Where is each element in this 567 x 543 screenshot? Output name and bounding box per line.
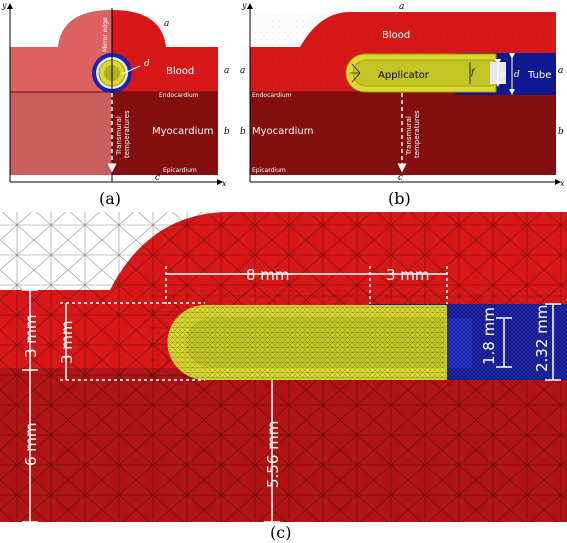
- panel-b: y x a a a b b c d e f Blood Applicator T…: [240, 1, 565, 208]
- panel-a-caption: (a): [99, 189, 121, 208]
- panel-a-mirror-edge-label: Mirror edge: [102, 17, 109, 52]
- panel-b-label-a-left: a: [240, 66, 245, 76]
- panel-a-endocardium-label: Endocardium: [159, 92, 199, 99]
- panel-b-label-d: d: [514, 70, 520, 80]
- panel-c-dimensions: [22, 266, 561, 523]
- panel-c-dim-556mm: 5.56 mm: [264, 421, 282, 488]
- panel-b-label-a-right: a: [558, 66, 563, 76]
- panel-c-dim-8mm: 8 mm: [246, 266, 290, 284]
- panel-b-epicardium-label: Epicardium: [252, 167, 286, 174]
- panel-b-label-c: c: [398, 173, 403, 183]
- panel-c-dim-232mm: 2.32 mm: [533, 305, 551, 372]
- panel-a-myocardium-label: Myocardium: [152, 126, 213, 137]
- panel-a: y x a a b c d Blood Endocardium Myocardi…: [1, 1, 230, 208]
- panel-b-axis-y: y: [241, 1, 247, 10]
- panel-b-label-f: f: [470, 68, 476, 77]
- panel-a-axis-x: x: [222, 179, 227, 188]
- panel-a-label-d: d: [144, 59, 150, 69]
- panel-c: 8 mm 3 mm 3 mm 3 mm 6 mm 5.56 mm 1.8 mm …: [0, 212, 567, 542]
- panel-b-label-b-left: b: [240, 127, 246, 137]
- panel-a-epicardium-label: Epicardium: [163, 167, 197, 174]
- panel-b-label-a-top: a: [399, 2, 404, 12]
- panel-c-dim-3mm-left: 3 mm: [22, 314, 40, 358]
- panel-c-caption: (c): [270, 523, 291, 542]
- panel-c-dim-18mm: 1.8 mm: [480, 307, 498, 365]
- panel-b-axis-x: x: [560, 179, 565, 188]
- panel-c-dim-3mm-inner: 3 mm: [58, 320, 76, 364]
- panel-a-label-b: b: [224, 127, 230, 137]
- panel-a-axis-y: y: [1, 1, 7, 10]
- panel-b-label-b-right: b: [558, 127, 564, 137]
- panel-b-applicator-label: Applicator: [378, 70, 430, 81]
- panel-b-temperatures-label: temperatures: [413, 110, 421, 158]
- panel-b-caption: (b): [388, 189, 411, 208]
- panel-a-temperatures-label: temperatures: [123, 110, 131, 158]
- panel-a-transmural-label: Transmural: [115, 116, 123, 156]
- panel-b-transmural-label: Transmural: [405, 116, 413, 156]
- panel-b-myocardium-label: Myocardium: [252, 126, 313, 137]
- panel-a-label-a-top: a: [164, 19, 169, 29]
- panel-b-endocardium-label: Endocardium: [252, 92, 292, 99]
- panel-c-dim-6mm: 6 mm: [22, 422, 40, 466]
- panel-b-tube-label: Tube: [527, 70, 551, 81]
- panel-a-label-c: c: [155, 173, 160, 183]
- panel-b-label-e: e: [500, 70, 505, 80]
- panel-a-blood-label: Blood: [166, 66, 194, 77]
- panel-c-dim-3mm-top: 3 mm: [386, 266, 430, 284]
- panel-b-blood-label: Blood: [382, 30, 410, 41]
- panel-a-label-a-right: a: [224, 66, 229, 76]
